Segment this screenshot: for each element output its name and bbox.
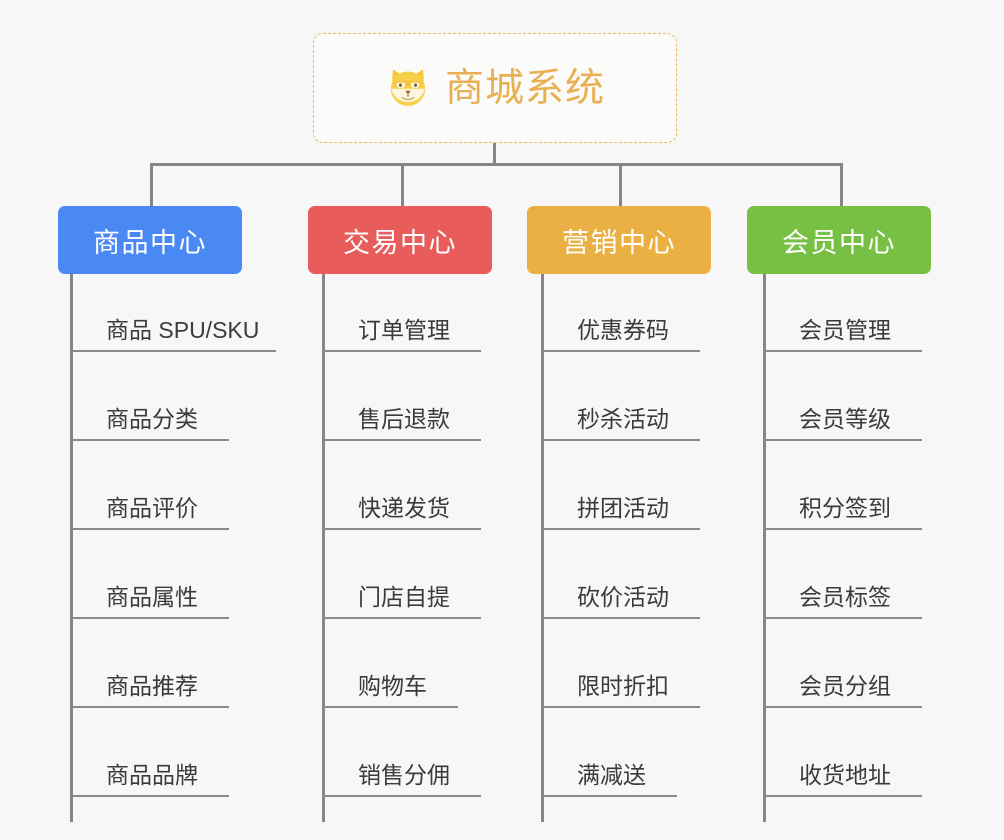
leaf-item-3-0[interactable]: 会员管理	[763, 274, 922, 352]
leaf-item-2-4[interactable]: 限时折扣	[541, 630, 700, 708]
leaf-label: 限时折扣	[577, 673, 669, 699]
leaf-item-1-5[interactable]: 销售分佣	[322, 719, 481, 797]
leaf-label: 购物车	[358, 673, 427, 699]
category-header-3[interactable]: 会员中心	[747, 206, 931, 274]
leaf-label: 满减送	[577, 762, 646, 788]
leaf-item-3-1[interactable]: 会员等级	[763, 363, 922, 441]
leaf-label: 秒杀活动	[577, 406, 669, 432]
leaf-label: 商品分类	[106, 406, 198, 432]
leaf-item-3-3[interactable]: 会员标签	[763, 541, 922, 619]
leaf-label: 砍价活动	[577, 584, 669, 610]
category-header-2[interactable]: 营销中心	[527, 206, 711, 274]
leaf-label: 订单管理	[358, 317, 450, 343]
leaf-label: 快递发货	[358, 495, 450, 521]
leaf-label: 会员标签	[799, 584, 891, 610]
root-title: 商城系统	[444, 66, 605, 110]
leaf-item-1-0[interactable]: 订单管理	[322, 274, 481, 352]
root-node[interactable]: 商城系统	[313, 33, 677, 143]
leaf-item-2-3[interactable]: 砍价活动	[541, 541, 700, 619]
leaf-label: 商品评价	[106, 495, 198, 521]
connector-drop-2	[401, 163, 404, 206]
connector-drop-3	[619, 163, 622, 206]
connector-root-stem	[493, 143, 496, 164]
connector-drop-1	[150, 163, 153, 206]
leaf-item-3-5[interactable]: 收货地址	[763, 719, 922, 797]
leaf-item-2-5[interactable]: 满减送	[541, 719, 677, 797]
leaf-item-2-1[interactable]: 秒杀活动	[541, 363, 700, 441]
leaf-label: 优惠券码	[577, 317, 669, 343]
category-header-0[interactable]: 商品中心	[58, 206, 242, 274]
leaf-label: 商品属性	[106, 584, 198, 610]
leaf-label: 商品 SPU/SKU	[106, 317, 260, 343]
leaf-label: 销售分佣	[358, 762, 450, 788]
leaf-label: 会员等级	[799, 406, 891, 432]
connector-drop-4	[840, 163, 843, 206]
leaf-item-0-1[interactable]: 商品分类	[70, 363, 229, 441]
leaf-label: 商品推荐	[106, 673, 198, 699]
leaf-item-1-2[interactable]: 快递发货	[322, 452, 481, 530]
leaf-item-0-0[interactable]: 商品 SPU/SKU	[70, 274, 276, 352]
leaf-item-0-4[interactable]: 商品推荐	[70, 630, 229, 708]
leaf-label: 门店自提	[358, 584, 450, 610]
leaf-item-0-5[interactable]: 商品品牌	[70, 719, 229, 797]
leaf-item-1-4[interactable]: 购物车	[322, 630, 458, 708]
leaf-item-2-2[interactable]: 拼团活动	[541, 452, 700, 530]
leaf-label: 拼团活动	[577, 495, 669, 521]
branch-trunk-3	[763, 274, 766, 822]
leaf-label: 商品品牌	[106, 762, 198, 788]
branch-trunk-2	[541, 274, 544, 822]
leaf-item-3-4[interactable]: 会员分组	[763, 630, 922, 708]
leaf-label: 会员管理	[799, 317, 891, 343]
leaf-label: 会员分组	[799, 673, 891, 699]
leaf-label: 收货地址	[799, 762, 891, 788]
shiba-dog-face-icon	[390, 69, 426, 106]
leaf-item-2-0[interactable]: 优惠券码	[541, 274, 700, 352]
leaf-item-1-3[interactable]: 门店自提	[322, 541, 481, 619]
connector-horizontal-bus	[150, 163, 843, 166]
branch-trunk-0	[70, 274, 73, 822]
leaf-label: 积分签到	[799, 495, 891, 521]
leaf-label: 售后退款	[358, 406, 450, 432]
leaf-item-1-1[interactable]: 售后退款	[322, 363, 481, 441]
leaf-item-0-3[interactable]: 商品属性	[70, 541, 229, 619]
branch-trunk-1	[322, 274, 325, 822]
leaf-item-3-2[interactable]: 积分签到	[763, 452, 922, 530]
leaf-item-0-2[interactable]: 商品评价	[70, 452, 229, 530]
category-header-1[interactable]: 交易中心	[308, 206, 492, 274]
